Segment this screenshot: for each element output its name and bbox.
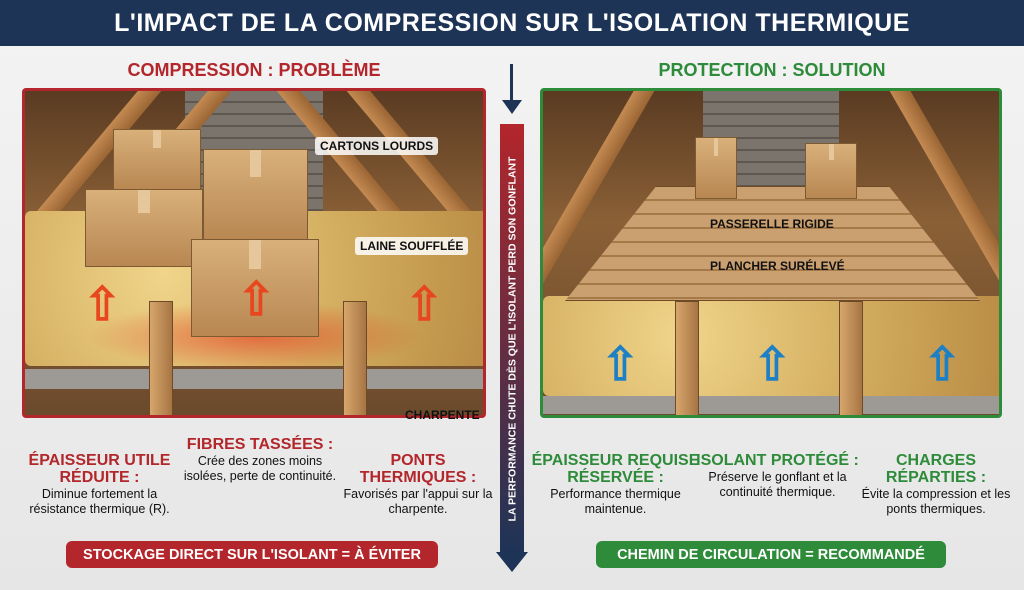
avoid-banner: STOCKAGE DIRECT SUR L'ISOLANT = À ÉVITER [66,541,438,568]
item-text: Préserve le gonflant et la continuité th… [708,470,847,499]
heat-retained-arrow-icon: ⇧ [923,338,962,390]
item-text: Performance thermique maintenue. [550,487,681,516]
arrow-down-icon [502,100,522,124]
cardboard-box [203,149,308,241]
problem-item: ÉPAISSEUR UTILE RÉDUITE :Diminue forteme… [12,452,187,517]
cardboard-box [695,137,737,199]
divider-arrow-top [510,64,513,104]
heat-retained-arrow-icon: ⇧ [753,338,792,390]
heat-arrow-icon: ⇧ [405,278,444,330]
problem-illustration: ⇧ ⇧ ⇧ CARTONS LOURDS LAINE SOUFFLÉE [22,88,486,418]
arrow-down-icon [496,552,528,588]
heat-arrow-icon: ⇧ [83,278,122,330]
protected-wool [543,296,999,396]
label-heavy-boxes: CARTONS LOURDS [315,137,439,155]
recommended-banner: CHEMIN DE CIRCULATION = RECOMMANDÉ [596,541,946,568]
cardboard-box [85,189,203,267]
cardboard-box [191,239,319,337]
heat-retained-arrow-icon: ⇧ [601,338,640,390]
heat-arrow-icon: ⇧ [237,273,276,325]
item-title: ISOLANT PROTÉGÉ : [696,452,859,469]
solution-item: ISOLANT PROTÉGÉ :Préserve le gonflant et… [695,452,860,500]
item-text: Diminue fortement la résistance thermiqu… [29,487,170,516]
problem-item: FIBRES TASSÉES :Crée des zones moins iso… [180,436,340,484]
problem-heading: COMPRESSION : PROBLÈME [127,60,381,80]
item-text: Crée des zones moins isolées, perte de c… [183,454,337,483]
item-title: CHARGES RÉPARTIES : [885,452,987,486]
page-title: L'IMPACT DE LA COMPRESSION SUR L'ISOLATI… [0,0,1024,46]
item-text: Favorisés par l'appui sur la charpente. [343,487,493,516]
problem-item: PONTS THERMIQUES :Favorisés par l'appui … [338,452,498,517]
cardboard-box [805,143,857,199]
performance-divider: LA PERFORMANCE CHUTE DÈS QUE L'ISOLANT P… [500,124,524,554]
raised-walkway [565,186,980,301]
label-rigid-walkway: PASSERELLE RIGIDE [710,217,834,231]
ceiling-floor [543,396,999,414]
joist [343,301,367,415]
cardboard-box [113,129,201,191]
label-frame: CHARPENTE [405,408,480,422]
solution-illustration: ⇧ ⇧ ⇧ PASSERELLE RIGIDE PLANCHER SURÉLEV… [540,88,1002,418]
item-text: Évite la compression et les ponts thermi… [861,487,1011,516]
solution-item: CHARGES RÉPARTIES :Évite la compression … [856,452,1016,517]
support-joist [839,301,863,415]
item-title: ÉPAISSEUR UTILE RÉDUITE : [28,452,171,486]
item-title: FIBRES TASSÉES : [186,436,334,453]
divider-text: LA PERFORMANCE CHUTE DÈS QUE L'ISOLANT P… [506,156,519,522]
joist [149,301,173,415]
ceiling-floor [25,369,483,389]
support-joist [675,301,699,415]
solution-heading: PROTECTION : SOLUTION [658,60,886,80]
item-title: PONTS THERMIQUES : [359,452,477,486]
item-title: ÉPAISSEUR REQUISE RÉSERVÉE : [531,452,700,486]
solution-item: ÉPAISSEUR REQUISE RÉSERVÉE :Performance … [528,452,703,517]
label-blown-wool: LAINE SOUFFLÉE [355,237,469,255]
label-raised-floor: PLANCHER SURÉLEVÉ [710,259,845,273]
